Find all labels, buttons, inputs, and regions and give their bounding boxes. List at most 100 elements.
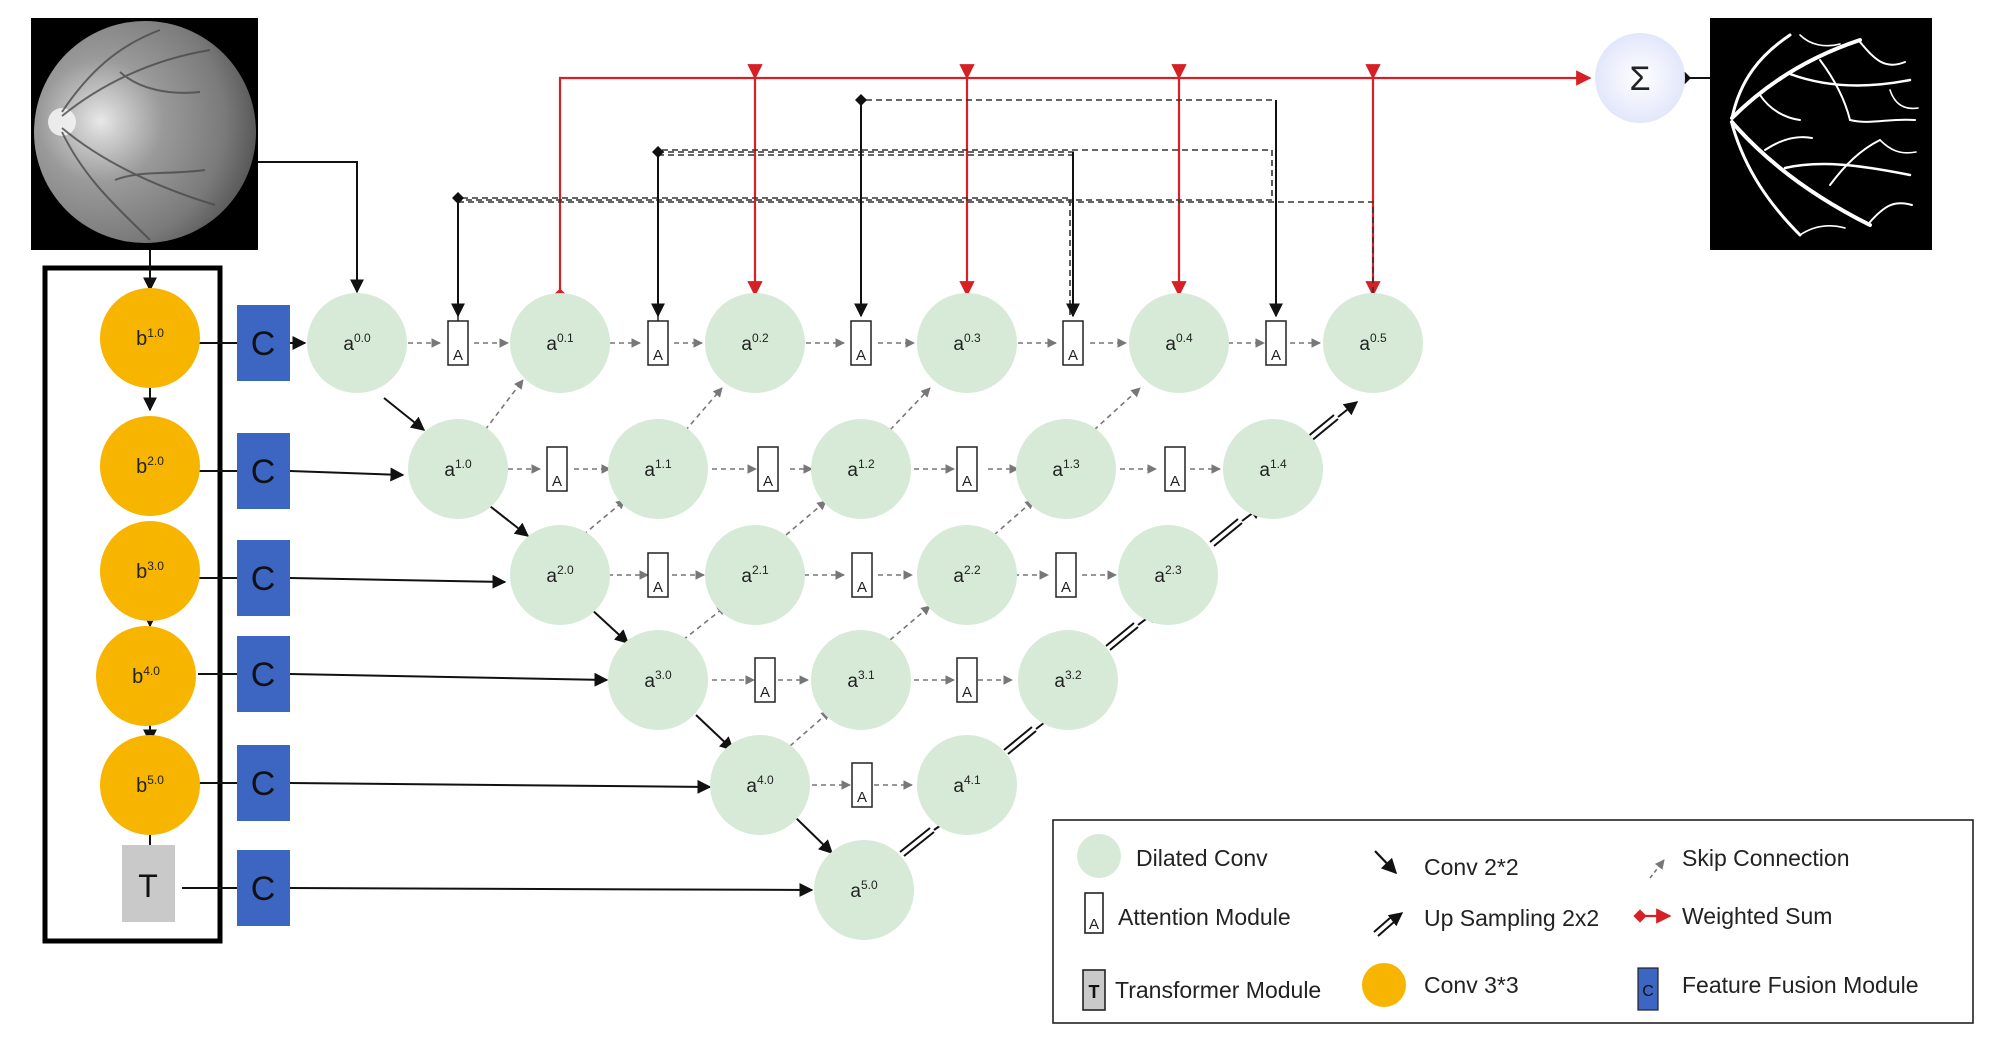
attention-label-7: A <box>763 473 773 490</box>
dilated-conv-node-a23 <box>1118 525 1218 625</box>
skip-connections-diagonal <box>484 379 1141 747</box>
legend-conv22-label: Conv 2*2 <box>1424 854 1519 880</box>
node-label-a14: a1.4 <box>1259 457 1287 481</box>
fusion-module-4 <box>237 636 290 712</box>
fusion-label-6: C <box>251 870 276 908</box>
attention-label-13: A <box>760 684 770 701</box>
attention-input-arrows <box>451 94 1283 318</box>
node-label-a31: a3.1 <box>847 668 875 692</box>
dilated-conv-node-a13 <box>1016 419 1116 519</box>
encoder-arrows <box>143 161 834 897</box>
legend-skip-arrow <box>1649 859 1665 879</box>
attention-module-2 <box>647 320 669 366</box>
transformer-label: T <box>138 868 158 904</box>
legend-conv22-arrow <box>1374 850 1398 875</box>
node-label-a32: a3.2 <box>1054 668 1082 692</box>
legend-attention-icon-letter: A <box>1089 916 1099 933</box>
dilated-conv-node-a20 <box>510 525 610 625</box>
attention-module-12 <box>1055 552 1077 598</box>
node-label-a03: a0.3 <box>953 331 981 355</box>
node-label-a20: a2.0 <box>546 563 574 587</box>
legend-conv33-label: Conv 3*3 <box>1424 972 1519 998</box>
legend-transformer-icon <box>1082 969 1106 1011</box>
dilated-conv-node-a22 <box>917 525 1017 625</box>
fusion-label-2: C <box>251 453 276 491</box>
legend-fusion-icon <box>1637 967 1659 1011</box>
fusion-label-1: C <box>251 325 276 363</box>
node-label-a22: a2.2 <box>953 563 981 587</box>
encoder-box <box>42 265 223 944</box>
fusion-label-3: C <box>251 560 276 598</box>
legend-dilated-conv-label: Dilated Conv <box>1136 845 1268 871</box>
attention-module-11 <box>851 552 873 598</box>
weighted-sum-node: Σ <box>1595 33 1685 123</box>
node-label-a50: a5.0 <box>850 878 878 902</box>
conv33-node-b5 <box>100 735 200 835</box>
dilated-conv-node-a32 <box>1018 630 1118 730</box>
node-label-a41: a4.1 <box>953 773 981 797</box>
attention-module-6 <box>546 446 568 492</box>
encoder-nodes: b1.0b2.0b3.0b4.0b5.0 <box>96 288 200 835</box>
attention-module-1 <box>447 320 469 366</box>
node-label-a11: a1.1 <box>644 457 672 481</box>
attention-label-14: A <box>962 684 972 701</box>
legend-attention-label: Attention Module <box>1118 904 1291 930</box>
dilated-conv-node-a01 <box>510 293 610 393</box>
legend-skip-label: Skip Connection <box>1682 845 1850 871</box>
node-label-b2: b2.0 <box>136 454 164 478</box>
node-label-a23: a2.3 <box>1154 563 1182 587</box>
attention-label-1: A <box>453 347 463 364</box>
dilated-conv-node-a12 <box>811 419 911 519</box>
attention-module-7 <box>757 446 779 492</box>
attention-label-15: A <box>857 789 867 806</box>
legend-fusion-label: Feature Fusion Module <box>1682 972 1919 998</box>
legend-dilated-conv-swatch <box>1077 834 1121 878</box>
dilated-conv-node-a14 <box>1223 419 1323 519</box>
attention-label-3: A <box>856 347 866 364</box>
dilated-conv-node-a21 <box>705 525 805 625</box>
fusion-module-6 <box>237 850 290 926</box>
dilated-conv-node-a02 <box>705 293 805 393</box>
legend-attention-icon <box>1084 892 1104 934</box>
attention-module-5 <box>1265 320 1287 366</box>
node-label-a01: a0.1 <box>546 331 574 355</box>
attention-module-13 <box>754 657 776 703</box>
node-label-a12: a1.2 <box>847 457 875 481</box>
vessel-output-image <box>1710 18 1932 250</box>
legend: Dilated Conv A Attention Module T Transf… <box>1052 819 1974 1024</box>
attention-module-4 <box>1062 320 1084 366</box>
fusion-label-4: C <box>251 656 276 694</box>
node-label-b1: b1.0 <box>136 326 164 350</box>
dilated-conv-node-a50 <box>814 840 914 940</box>
dilated-conv-node-a11 <box>608 419 708 519</box>
attention-module-14 <box>956 657 978 703</box>
node-label-a04: a0.4 <box>1165 331 1193 355</box>
attention-label-6: A <box>552 473 562 490</box>
attention-label-4: A <box>1068 347 1078 364</box>
conv33-node-b2 <box>100 416 200 516</box>
dense-skip-connections <box>457 99 1374 322</box>
node-label-a02: a0.2 <box>741 331 769 355</box>
skip-connections <box>408 338 1321 790</box>
conv33-node-b4 <box>96 626 196 726</box>
legend-conv33-swatch <box>1362 963 1406 1007</box>
attention-label-5: A <box>1271 347 1281 364</box>
fusion-module-1 <box>237 305 290 381</box>
node-label-a10: a1.0 <box>444 457 472 481</box>
fusion-nodes: C C C C C C <box>237 305 290 926</box>
conv33-node-b3 <box>100 521 200 621</box>
attention-module-3 <box>850 320 872 366</box>
fusion-label-5: C <box>251 765 276 803</box>
legend-box <box>1052 819 1974 1024</box>
attention-label-11: A <box>857 579 867 596</box>
node-label-a13: a1.3 <box>1052 457 1080 481</box>
node-label-a40: a4.0 <box>746 773 774 797</box>
attention-label-2: A <box>653 347 663 364</box>
transformer-module: T <box>122 845 175 922</box>
attention-module-9 <box>1164 446 1186 492</box>
fundus-input-image <box>31 18 258 250</box>
sigma-symbol: Σ <box>1629 60 1650 98</box>
legend-transformer-icon-letter: T <box>1089 982 1100 1002</box>
